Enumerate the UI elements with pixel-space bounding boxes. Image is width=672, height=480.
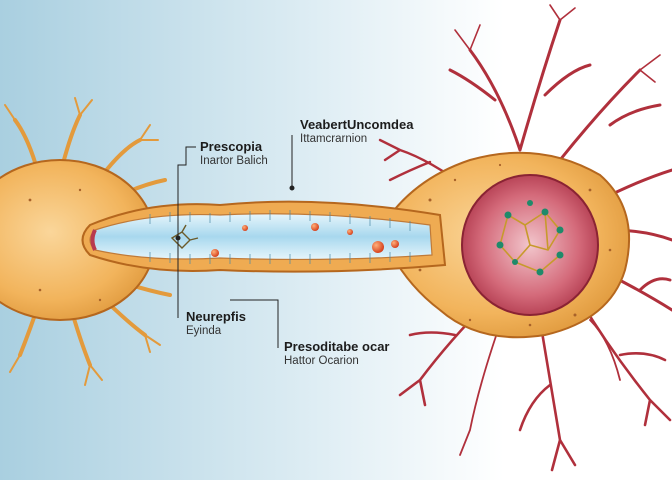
right-dendrites bbox=[378, 4, 672, 472]
axon-channel bbox=[81, 200, 447, 273]
label-neuron-tail-subtitle: Eyinda bbox=[186, 324, 222, 337]
leader-lines bbox=[175, 135, 295, 348]
label-postsynaptic: Presoditabe ocar Hattor Ocarion bbox=[284, 339, 390, 368]
label-presynaptic: Prescopia Inartor Balich bbox=[200, 139, 268, 168]
label-vesicle-title: VeabertUncomdea bbox=[300, 117, 414, 132]
label-presynaptic-title: Prescopia bbox=[200, 139, 263, 154]
label-presynaptic-subtitle: Inartor Balich bbox=[200, 154, 268, 167]
receptor-molecule bbox=[170, 224, 199, 249]
label-postsynaptic-title: Presoditabe ocar bbox=[284, 339, 390, 354]
vesicles bbox=[211, 223, 399, 257]
label-postsynaptic-subtitle: Hattor Ocarion bbox=[284, 354, 359, 367]
molecule-nodes bbox=[496, 200, 564, 276]
label-neuron-tail-title: Neurepfis bbox=[186, 309, 246, 324]
label-neuron-tail: Neurepfis Eyinda bbox=[186, 309, 246, 338]
label-vesicle-subtitle: Ittamcrarnion bbox=[300, 132, 368, 145]
left-dendrites bbox=[4, 97, 172, 386]
postsynaptic-cell bbox=[378, 151, 631, 339]
cell-speckles bbox=[418, 163, 612, 327]
molecule-network bbox=[499, 210, 561, 273]
label-vesicle: VeabertUncomdea Ittamcrarnion bbox=[300, 117, 414, 146]
channel-stripes bbox=[149, 210, 411, 264]
